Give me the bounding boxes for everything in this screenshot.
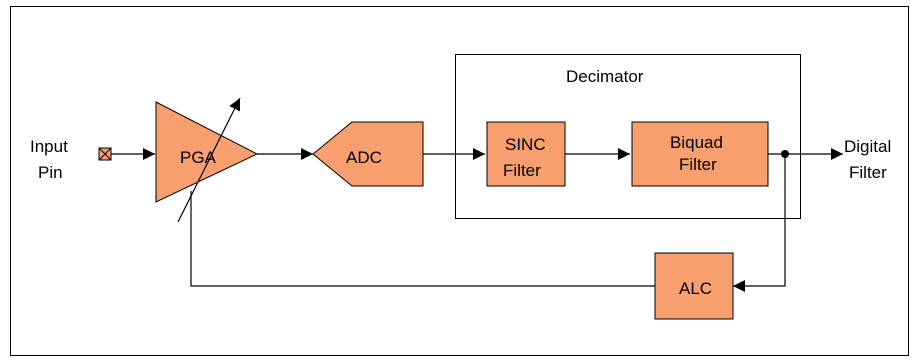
sinc-label-line2: Filter bbox=[503, 161, 541, 180]
alc-label: ALC bbox=[679, 279, 712, 298]
input-pin-icon bbox=[98, 147, 112, 161]
output-label-line2: Filter bbox=[849, 163, 887, 182]
adc-label: ADC bbox=[346, 148, 382, 167]
input-label-line1: Input bbox=[30, 137, 68, 156]
biquad-filter-block bbox=[631, 121, 769, 187]
alc-block bbox=[654, 252, 734, 320]
sinc-filter-block bbox=[486, 121, 566, 187]
output-label-line1: Digital bbox=[844, 137, 891, 156]
input-label-line2: Pin bbox=[38, 163, 63, 182]
wire-alc-to-pga bbox=[190, 191, 655, 287]
diagram-frame bbox=[10, 6, 909, 356]
decimator-label: Decimator bbox=[566, 67, 644, 86]
pga-block bbox=[155, 101, 259, 203]
pga-label: PGA bbox=[180, 148, 217, 167]
wire-junction-to-alc bbox=[733, 154, 786, 292]
decimator-box bbox=[455, 54, 801, 219]
sinc-label-line1: SINC bbox=[505, 135, 546, 154]
biquad-label-line1: Biquad bbox=[670, 133, 723, 152]
pga-gain-arrow bbox=[177, 97, 241, 223]
biquad-label-line2: Filter bbox=[679, 155, 717, 174]
